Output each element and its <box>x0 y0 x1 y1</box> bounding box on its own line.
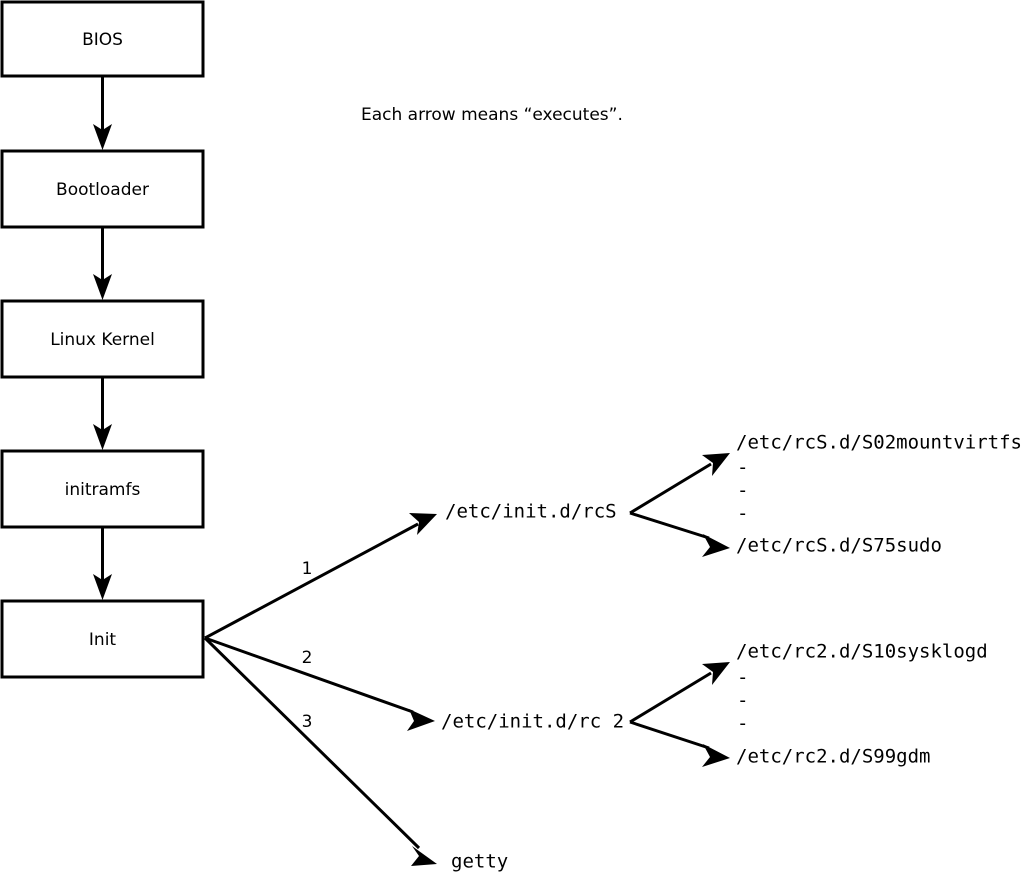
arrow-rcs-to-last-script <box>629 511 730 557</box>
legend-note: Each arrow means “executes”. <box>361 105 623 125</box>
init-label: Init <box>89 630 117 650</box>
label-etc-init-d-rc2: /etc/init.d/rc 2 <box>441 711 624 733</box>
label-rc2-last-script: /etc/rc2.d/S99gdm <box>736 746 930 768</box>
label-rcs-last-script: /etc/rcS.d/S75sudo <box>736 535 942 557</box>
arrow-init-to-getty <box>203 636 437 866</box>
label-rc2-first-script: /etc/rc2.d/S10sysklogd <box>736 641 988 663</box>
rc2-ellipsis-dash-3: - <box>737 713 748 735</box>
branch-number-3: 3 <box>302 712 313 732</box>
label-getty: getty <box>451 851 508 873</box>
arrow-rc2-to-first-script <box>629 662 730 724</box>
arrow-rcs-to-first-script <box>629 453 730 515</box>
arrow-rc2-to-last-script <box>629 720 730 767</box>
rcs-ellipsis-dash-2: - <box>737 480 748 502</box>
arrow-bootloader-to-kernel <box>93 228 112 300</box>
bios-box[interactable] <box>0 0 205 78</box>
node-kernel[interactable]: Linux Kernel <box>0 299 205 379</box>
node-bootloader[interactable]: Bootloader <box>0 149 205 229</box>
arrow-bios-to-bootloader <box>93 77 112 150</box>
rc2-ellipsis-dash-1: - <box>737 667 748 689</box>
arrow-kernel-to-initramfs <box>93 378 112 450</box>
branch-number-1: 1 <box>302 559 313 579</box>
bootloader-label: Bootloader <box>56 180 149 200</box>
initramfs-label: initramfs <box>65 480 141 500</box>
kernel-label: Linux Kernel <box>50 330 155 350</box>
bootloader-box[interactable] <box>0 149 205 229</box>
rcs-ellipsis-dash-1: - <box>737 457 748 479</box>
init-box[interactable] <box>0 599 205 679</box>
label-rcs-first-script: /etc/rcS.d/S02mountvirtfs <box>736 432 1022 454</box>
rcs-ellipsis-dash-3: - <box>737 503 748 525</box>
arrow-initramfs-to-init <box>93 528 112 600</box>
node-initramfs[interactable]: initramfs <box>0 449 205 529</box>
rc2-ellipsis-dash-2: - <box>737 690 748 712</box>
node-init[interactable]: Init <box>0 599 205 679</box>
kernel-box[interactable] <box>0 299 205 379</box>
initramfs-box[interactable] <box>0 449 205 529</box>
arrow-init-to-rc2 <box>204 636 435 731</box>
arrow-init-to-rcs <box>204 513 437 640</box>
branch-number-2: 2 <box>302 648 313 668</box>
node-bios[interactable]: BIOS <box>0 0 205 78</box>
label-etc-init-d-rcs: /etc/init.d/rcS <box>445 501 617 523</box>
bios-label: BIOS <box>82 30 123 50</box>
